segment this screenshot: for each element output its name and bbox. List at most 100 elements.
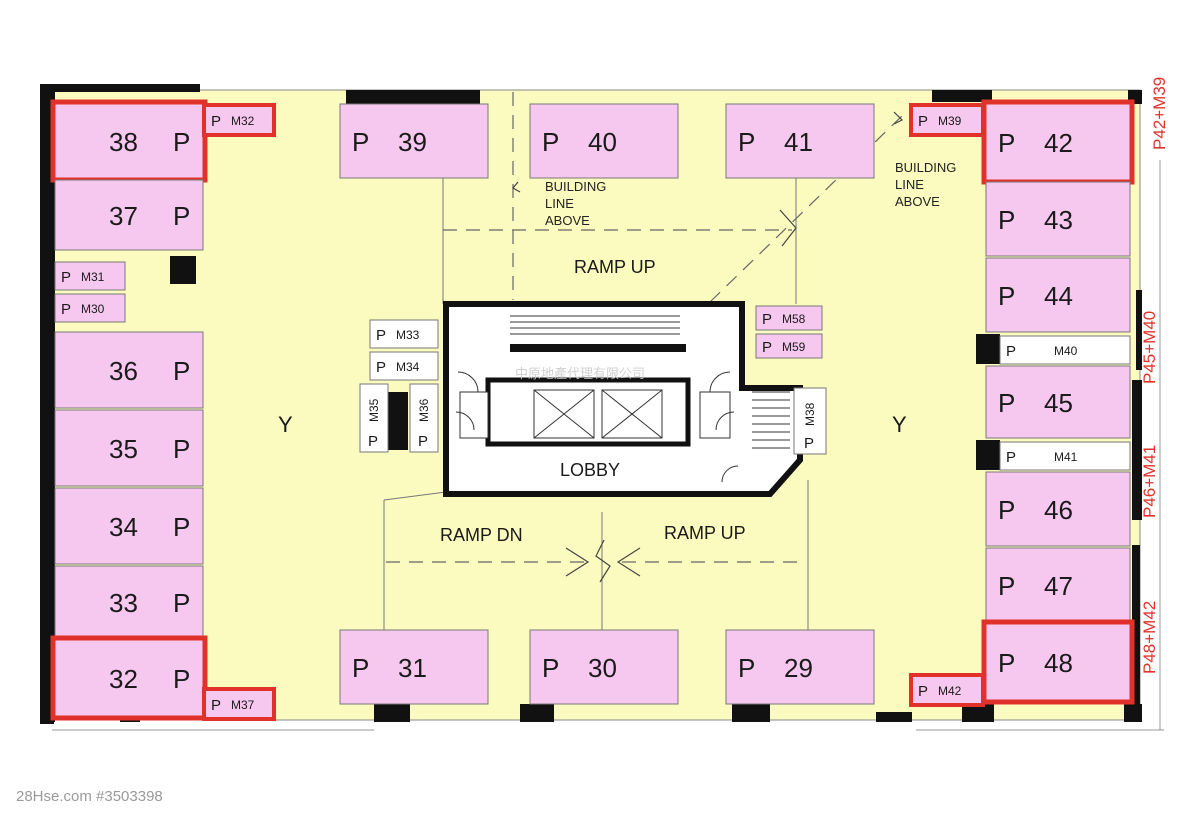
ramp-up-top-label: RAMP UP (574, 257, 656, 277)
bay-number: 31 (398, 653, 427, 683)
moto-rect (755, 305, 823, 331)
dashed-lines (386, 92, 907, 563)
highlight-frame (202, 103, 276, 137)
building-line-right-1: BUILDING (895, 160, 956, 175)
moto-code: M31 (81, 270, 105, 284)
bay-p-label: P (173, 588, 190, 618)
highlight-frame (909, 103, 985, 137)
bay-rect (54, 179, 204, 251)
bay-rect (54, 639, 204, 717)
moto-code: M30 (81, 302, 105, 316)
annotation-p45-m40: P45+M40 (1140, 311, 1159, 384)
arrows (512, 111, 904, 583)
moto-code: M34 (396, 360, 420, 374)
bay-rect (725, 629, 875, 705)
bay-number: 44 (1044, 281, 1073, 311)
bay-rect (725, 103, 875, 179)
moto-rect (359, 383, 389, 453)
moto-m34: P M34 (369, 351, 439, 381)
moto-p-label: P (368, 433, 378, 450)
bay-p-label: P (173, 512, 190, 542)
outer-walls (40, 84, 1142, 724)
highlight-frame (202, 687, 276, 721)
moto-rect (54, 293, 126, 323)
annotation-p42-m39: P42+M39 (1150, 77, 1169, 150)
building-line-left-2: LINE (545, 196, 574, 211)
annotation-p48-m42: P48+M42 (1140, 601, 1159, 674)
building-line-right-2: LINE (895, 177, 924, 192)
building-line-left-1: BUILDING (545, 179, 606, 194)
moto-rect (793, 387, 827, 455)
bay-rect (54, 331, 204, 409)
y-right-label: Y (892, 412, 907, 437)
moto-p-label: P (418, 433, 428, 450)
moto-p-label: P (211, 697, 221, 714)
bay-number: 36 (109, 356, 138, 386)
ramp-dn-label: RAMP DN (440, 525, 523, 545)
moto-m30: P M30 (54, 293, 126, 323)
bay-number: 42 (1044, 128, 1073, 158)
bay-32: 32 P (50, 635, 208, 721)
moto-code: M35 (367, 398, 381, 422)
moto-p-label: P (1006, 343, 1016, 360)
bay-p-label: P (352, 653, 369, 683)
bay-number: 32 (109, 664, 138, 694)
lobby-label: LOBBY (560, 460, 620, 480)
moto-p-label: P (376, 359, 386, 376)
core (443, 301, 803, 497)
bay-45: P 45 (985, 365, 1131, 439)
moto-code: M59 (782, 340, 806, 354)
bay-number: 45 (1044, 388, 1073, 418)
bay-31: P 31 (339, 629, 489, 705)
building-line-right-3: ABOVE (895, 194, 940, 209)
moto-code: M40 (1054, 344, 1078, 358)
moto-code: M36 (417, 398, 431, 422)
bay-p-label: P (173, 434, 190, 464)
moto-rect (204, 689, 274, 719)
bay-p-label: P (542, 127, 559, 157)
moto-rect (755, 333, 823, 359)
moto-p-label: P (918, 113, 928, 130)
highlight-frame (909, 673, 985, 707)
moto-code: M38 (803, 402, 817, 426)
moto-p-label: P (918, 683, 928, 700)
bay-number: 47 (1044, 571, 1073, 601)
bay-number: 33 (109, 588, 138, 618)
annotation-p46-m41: P46+M41 (1140, 445, 1159, 518)
bay-p-label: P (998, 648, 1015, 678)
bay-number: 35 (109, 434, 138, 464)
bay-rect (985, 365, 1131, 439)
moto-p-label: P (804, 435, 814, 452)
bay-p-label: P (173, 664, 190, 694)
y-left-label: Y (278, 412, 293, 437)
building-line-left-3: ABOVE (545, 213, 590, 228)
moto-code: M58 (782, 312, 806, 326)
moto-code: M37 (231, 698, 255, 712)
bay-p-label: P (998, 388, 1015, 418)
bay-40: P 40 (529, 103, 679, 179)
bay-number: 40 (588, 127, 617, 157)
bay-number: 48 (1044, 648, 1073, 678)
moto-code: M33 (396, 328, 420, 342)
moto-p-label: P (61, 301, 71, 318)
moto-code: M32 (231, 114, 255, 128)
moto-p-label: P (1006, 449, 1016, 466)
